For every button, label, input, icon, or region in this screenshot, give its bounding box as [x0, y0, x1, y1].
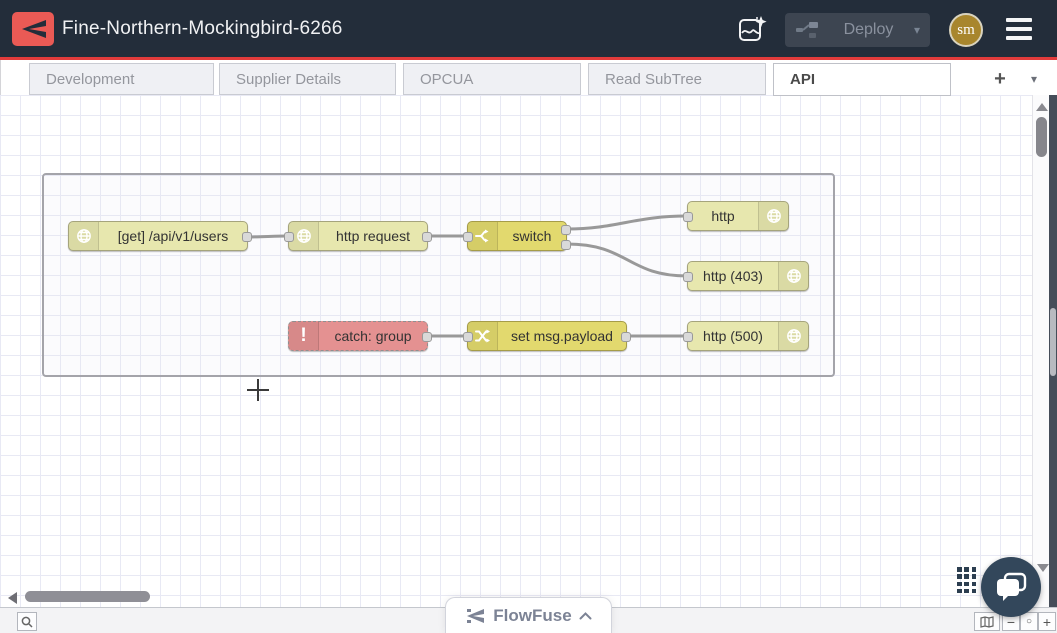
deploy-button-label: Deploy [843, 21, 894, 38]
node-label: switch [512, 228, 552, 244]
flowfuse-label: FlowFuse [493, 605, 572, 625]
node-http-response-403[interactable]: http (403) [683, 261, 809, 291]
header-accent-divider [0, 57, 1057, 60]
node-http-in[interactable]: [get] /api/v1/users [68, 221, 252, 251]
flowfuse-logo-icon[interactable] [12, 12, 54, 46]
tab-read-subtree[interactable]: Read SubTree [588, 63, 766, 95]
node-label: [get] /api/v1/users [117, 228, 229, 244]
output-port[interactable] [242, 232, 252, 242]
node-switch[interactable]: switch [463, 221, 571, 251]
node-label: catch: group [334, 328, 412, 344]
node-http-request[interactable]: http request [284, 221, 432, 251]
main-menu-icon[interactable] [1006, 17, 1034, 41]
flow-canvas[interactable]: [get] /api/v1/users http request switch … [0, 95, 1049, 607]
search-button[interactable] [17, 612, 37, 631]
node-catch[interactable]: ! catch: group [288, 321, 432, 351]
node-label: http (500) [703, 328, 763, 344]
zoom-in-button[interactable]: + [1038, 612, 1056, 631]
input-port[interactable] [284, 232, 294, 242]
ai-assistant-icon[interactable] [736, 13, 768, 45]
add-flow-button[interactable]: + [994, 67, 1006, 90]
workspace-tab-bar: Development Supplier Details OPCUA Read … [0, 60, 1049, 96]
node-http-response[interactable]: http [683, 201, 789, 231]
scroll-down-arrow[interactable] [1037, 564, 1049, 572]
chat-launcher-button[interactable] [981, 557, 1041, 617]
input-port[interactable] [463, 232, 473, 242]
navigator-toggle-button[interactable] [974, 612, 1000, 631]
page-title: Fine-Northern-Mockingbird-6266 [62, 17, 343, 39]
browser-scrollbar-thumb[interactable] [1050, 308, 1056, 376]
globe-icon [69, 222, 99, 250]
zoom-reset-button[interactable]: ○ [1020, 612, 1038, 631]
node-label: http request [336, 228, 410, 244]
node-label: set msg.payload [511, 328, 613, 344]
node-http-response-500[interactable]: http (500) [683, 321, 809, 351]
avatar-initials: sm [957, 21, 975, 38]
output-port[interactable] [422, 332, 432, 342]
input-port[interactable] [463, 332, 473, 342]
browser-scrollbar[interactable] [1049, 95, 1057, 633]
vertical-scrollbar-thumb[interactable] [1036, 117, 1047, 157]
switch-fork-icon [468, 222, 498, 250]
flowfuse-panel-toggle[interactable]: FlowFuse [445, 597, 612, 633]
flow-list-caret-icon[interactable]: ▾ [1030, 72, 1038, 86]
scroll-left-arrow[interactable] [8, 592, 17, 604]
header-bar: Fine-Northern-Mockingbird-6266 Deploy ▾ … [0, 0, 1057, 57]
output-port[interactable] [621, 332, 631, 342]
user-avatar[interactable]: sm [949, 13, 983, 47]
tab-api[interactable]: API [773, 63, 951, 96]
globe-icon [289, 222, 319, 250]
scroll-up-arrow[interactable] [1036, 103, 1048, 111]
input-port[interactable] [683, 272, 693, 282]
globe-icon [778, 322, 808, 350]
vertical-scrollbar[interactable] [1032, 95, 1049, 607]
output-port-2[interactable] [561, 240, 571, 250]
deploy-caret-icon[interactable]: ▾ [913, 23, 920, 37]
deploy-icon [796, 22, 818, 38]
chevron-up-icon [579, 611, 592, 619]
node-label: http (403) [703, 268, 763, 284]
horizontal-scrollbar-thumb[interactable] [25, 591, 150, 602]
flowfuse-logo-icon [467, 608, 485, 623]
globe-icon [778, 262, 808, 290]
chat-drag-handle[interactable] [957, 567, 977, 595]
exclamation-icon: ! [289, 322, 319, 350]
search-icon [21, 616, 33, 628]
tab-development[interactable]: Development [29, 63, 214, 95]
globe-icon [758, 202, 788, 230]
input-port[interactable] [683, 332, 693, 342]
output-port[interactable] [422, 232, 432, 242]
input-port[interactable] [683, 212, 693, 222]
node-label: http [711, 208, 735, 224]
map-icon [980, 615, 994, 628]
crosshair-cursor [257, 379, 259, 401]
tab-supplier-details[interactable]: Supplier Details [219, 63, 396, 95]
deploy-button[interactable]: Deploy ▾ [785, 13, 930, 47]
node-change[interactable]: set msg.payload [463, 321, 631, 351]
output-port-1[interactable] [561, 225, 571, 235]
chat-bubbles-icon [997, 572, 1027, 601]
tab-opcua[interactable]: OPCUA [403, 63, 581, 95]
change-swap-icon [468, 322, 498, 350]
